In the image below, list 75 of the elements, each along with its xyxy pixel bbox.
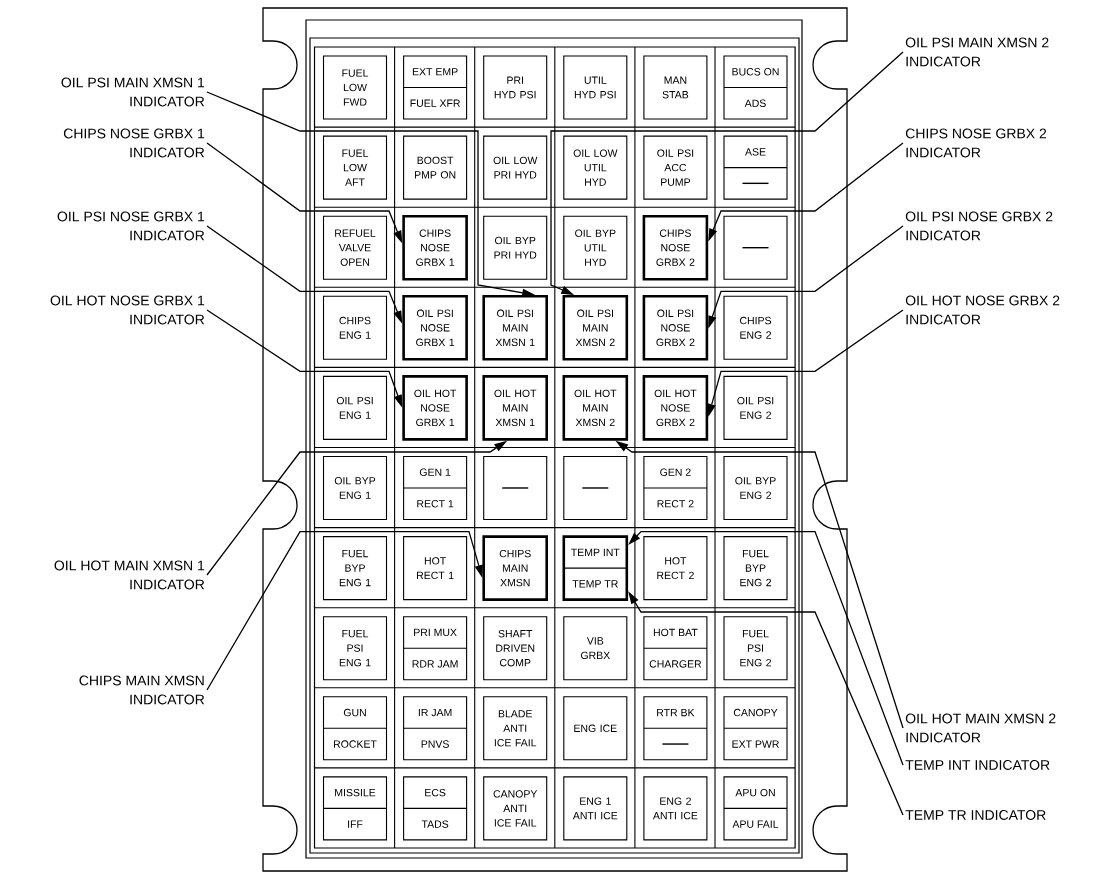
indicator-light: HOT RECT 2	[643, 536, 708, 601]
callout-label: CHIPS MAIN XMSN INDICATOR	[79, 675, 205, 705]
callout-label: TEMP INT INDICATOR	[905, 760, 1050, 770]
indicator-light: ECS TADS	[403, 776, 468, 841]
indicator-light: SHAFT DRIVEN COMP	[483, 616, 548, 681]
indicator-light: OIL BYP ENG 2	[723, 455, 788, 521]
indicator-light: OIL BYP UTIL HYD	[563, 215, 628, 280]
indicator-light: HOT BAT CHARGER	[643, 616, 708, 681]
indicator-light: BLADE ANTI ICE FAIL	[483, 696, 548, 761]
indicator-light: ENG 1 ANTI ICE	[563, 776, 628, 841]
indicator-light: OIL PSI ENG 1	[322, 375, 388, 440]
indicator-light: OIL PSI MAIN XMSN 2	[562, 295, 629, 361]
indicator-light: REFUEL VALVE OPEN	[322, 215, 388, 280]
indicator-light: FUEL LOW FWD	[322, 55, 388, 120]
indicator-light: OIL BYP ENG 1	[322, 455, 388, 521]
indicator-light: FUEL LOW AFT	[322, 135, 388, 200]
callout-label: TEMP TR INDICATOR	[905, 810, 1046, 820]
indicator-light: CHIPS MAIN XMSN	[482, 535, 548, 601]
callout-label: OIL PSI NOSE GRBX 2 INDICATOR	[905, 211, 1053, 241]
indicator-light: FUEL BYP ENG 2	[723, 536, 788, 601]
indicator-light: PRI HYD PSI	[483, 55, 548, 120]
indicator-light: EXT EMP FUEL XFR	[403, 55, 468, 120]
indicator-light	[483, 455, 548, 521]
callout-label: OIL HOT MAIN XMSN 1 INDICATOR	[54, 560, 205, 590]
indicator-light: OIL HOT MAIN XMSN 2	[562, 375, 629, 441]
callout-label: CHIPS NOSE GRBX 1 INDICATOR	[63, 128, 205, 158]
indicator-light: CHIPS NOSE GRBX 2	[642, 214, 709, 281]
indicator-light: APU ON APU FAIL	[723, 776, 788, 841]
indicator-light: CHIPS ENG 2	[723, 295, 788, 360]
callout-label: OIL PSI MAIN XMSN 1 INDICATOR	[61, 77, 205, 107]
indicator-light: OIL BYP PRI HYD	[483, 215, 548, 280]
indicator-light	[723, 215, 788, 280]
indicator-light: CANOPY EXT PWR	[723, 696, 788, 761]
indicator-light: OIL HOT NOSE GRBX 1	[402, 375, 468, 441]
indicator-light: GUN ROCKET	[322, 696, 388, 761]
indicator-light: IR JAM PNVS	[403, 696, 468, 761]
callout-label: OIL PSI MAIN XMSN 2 INDICATOR	[905, 37, 1049, 67]
indicator-light: TEMP INT TEMP TR	[562, 535, 629, 601]
indicator-light: OIL LOW PRI HYD	[483, 135, 548, 200]
indicator-light: RTR BK	[643, 696, 708, 761]
callout-label: OIL HOT NOSE GRBX 2 INDICATOR	[905, 295, 1060, 325]
callout-label: OIL HOT NOSE GRBX 1 INDICATOR	[50, 295, 205, 325]
indicator-light: PRI MUX RDR JAM	[403, 616, 468, 681]
indicator-light: OIL HOT NOSE GRBX 2	[642, 375, 709, 441]
indicator-light: GEN 1 RECT 1	[403, 455, 468, 521]
indicator-light: HOT RECT 1	[403, 536, 468, 601]
arrow	[550, 51, 904, 295]
callout-label: OIL HOT MAIN XMSN 2 INDICATOR	[905, 713, 1056, 743]
indicator-light: ENG ICE	[563, 696, 628, 761]
indicator-light: OIL PSI NOSE GRBX 2	[642, 295, 709, 361]
indicator-light: BUCS ON ADS	[723, 55, 788, 120]
indicator-light: FUEL PSI ENG 1	[322, 616, 388, 681]
indicator-light: OIL PSI ENG 2	[723, 375, 788, 440]
indicator-light: ENG 2 ANTI ICE	[643, 776, 708, 841]
indicator-light: BOOST PMP ON	[403, 135, 468, 200]
indicator-light: OIL HOT MAIN XMSN 1	[482, 375, 548, 441]
indicator-light: OIL PSI ACC PUMP	[643, 135, 708, 200]
indicator-light: MISSILE IFF	[322, 776, 388, 841]
indicator-light: FUEL PSI ENG 2	[723, 616, 788, 681]
indicator-light: CHIPS NOSE GRBX 1	[402, 214, 468, 281]
arrow	[206, 530, 483, 691]
callout-label: OIL PSI NOSE GRBX 1 INDICATOR	[57, 211, 205, 241]
indicator-light: FUEL BYP ENG 1	[322, 536, 388, 601]
indicator-light: VIB GRBX	[563, 616, 628, 681]
indicator-light: CANOPY ANTI ICE FAIL	[483, 776, 548, 841]
callout-label: CHIPS NOSE GRBX 2 INDICATOR	[905, 128, 1047, 158]
indicator-light: GEN 2 RECT 2	[643, 455, 708, 521]
indicator-light: CHIPS ENG 1	[322, 295, 388, 360]
indicator-light	[563, 455, 628, 521]
indicator-light: OIL PSI NOSE GRBX 1	[402, 295, 468, 361]
indicator-light: ASE	[723, 135, 788, 200]
indicator-light: OIL LOW UTIL HYD	[563, 135, 628, 200]
indicator-light: OIL PSI MAIN XMSN 1	[482, 295, 548, 361]
indicator-light: UTIL HYD PSI	[563, 55, 628, 120]
indicator-light: MAN STAB	[643, 55, 708, 120]
